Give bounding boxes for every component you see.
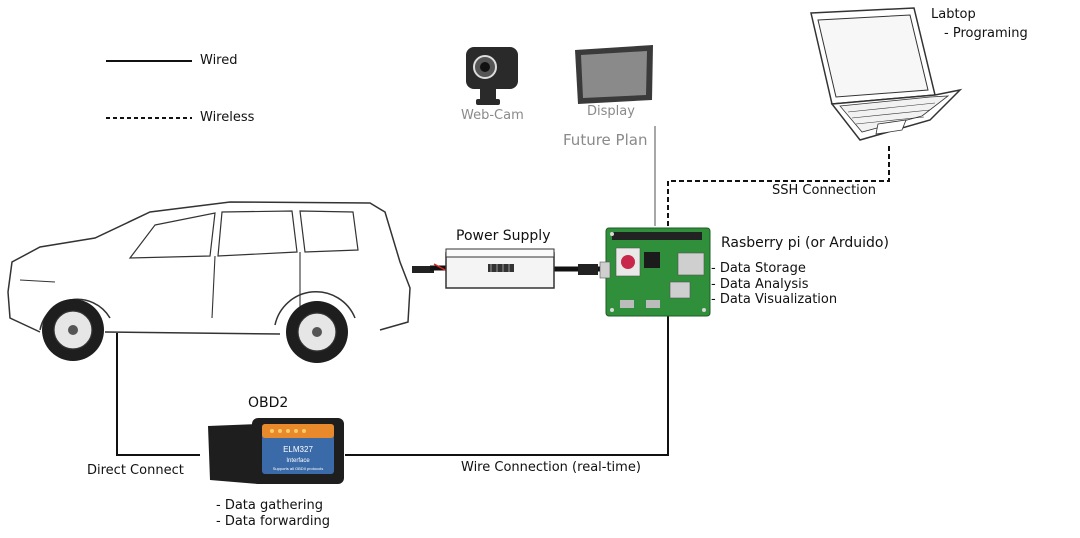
wire-connection-line — [345, 316, 669, 456]
obd2-title: OBD2 — [248, 395, 289, 411]
obd2-device-protocols: Supports all OBDII protocols — [273, 466, 323, 471]
laptop-feature-item: Programing — [944, 26, 1028, 42]
legend-wired-label: Wired — [200, 53, 238, 68]
raspberry-pi-feature-item: Data Storage — [711, 261, 837, 277]
wire-connection-label: Wire Connection (real-time) — [461, 460, 641, 475]
ssh-connection-label: SSH Connection — [772, 183, 876, 198]
laptop-feature-list: Programing — [944, 26, 1028, 42]
power-cable — [412, 263, 600, 275]
laptop-icon — [810, 7, 963, 141]
power-supply-label: Power Supply — [456, 228, 551, 244]
raspberry-pi-feature-list: Data Storage Data Analysis Data Visualiz… — [711, 261, 837, 308]
legend-wireless-label: Wireless — [200, 110, 255, 125]
display-icon — [575, 45, 653, 104]
raspberry-pi-title: Rasberry pi (or Arduido) — [721, 235, 889, 251]
raspberry-pi-feature-item: Data Analysis — [711, 277, 837, 293]
obd2-feature-item: Data forwarding — [216, 514, 330, 530]
webcam-icon — [466, 47, 518, 105]
direct-connect-line — [116, 333, 200, 456]
future-plan-title: Future Plan — [563, 131, 648, 149]
car-rear-wheel — [286, 301, 348, 363]
raspberry-pi-icon — [599, 227, 711, 317]
display-label: Display — [587, 104, 635, 119]
obd2-feature-item: Data gathering — [216, 498, 330, 514]
direct-connect-label: Direct Connect — [87, 463, 184, 478]
obd2-device-brand: ELM327 — [283, 445, 313, 454]
obd2-feature-list: Data gathering Data forwarding — [216, 498, 330, 529]
obd2-icon: ELM327 Interface Supports all OBDII prot… — [208, 418, 344, 484]
laptop-title: Labtop — [931, 7, 976, 22]
obd2-device-interface: Interface — [286, 458, 310, 464]
ssh-connection-line — [667, 143, 890, 226]
power-supply-icon — [445, 248, 555, 289]
car-front-wheel — [42, 299, 104, 361]
webcam-label: Web-Cam — [461, 108, 524, 123]
raspberry-pi-feature-item: Data Visualization — [711, 292, 837, 308]
